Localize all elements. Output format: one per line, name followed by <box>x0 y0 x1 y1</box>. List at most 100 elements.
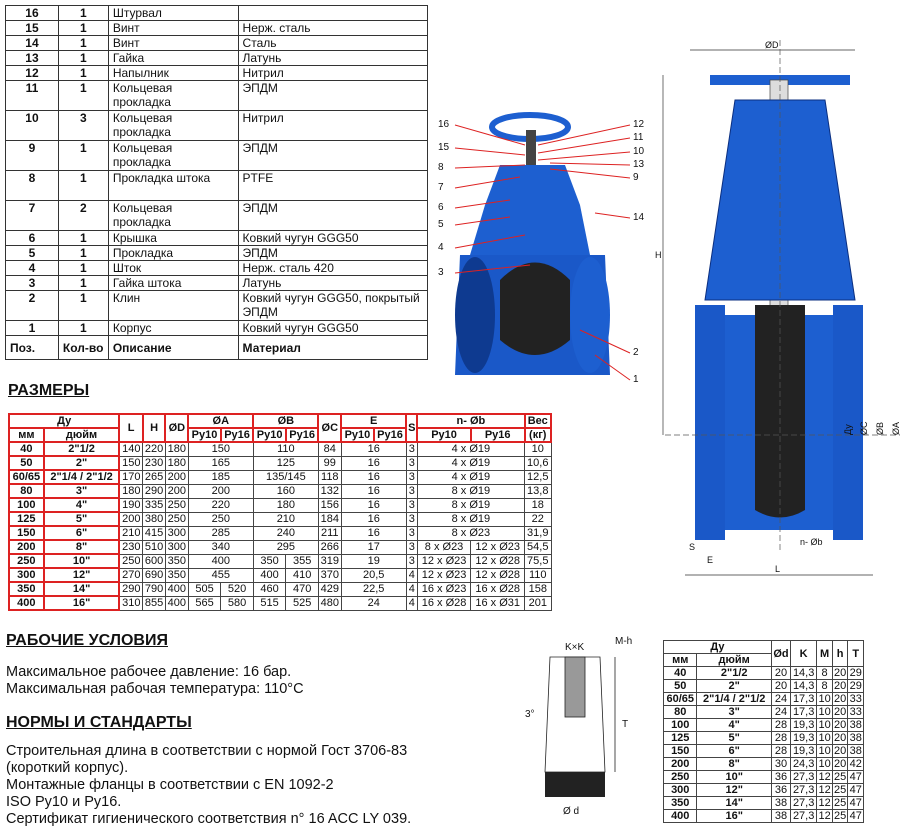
bolt-cell: 27,3 <box>789 783 818 797</box>
dim-cell: 185 <box>187 469 254 485</box>
dim-d-small-label: Ø d <box>563 806 579 817</box>
callout-label: 8 <box>438 162 444 173</box>
part-position: 3 <box>5 275 59 291</box>
dim-b-label: ØB <box>875 422 885 435</box>
dim-cell: 400 <box>252 567 287 583</box>
dim-cell: 40 <box>8 441 45 457</box>
part-qty: 1 <box>57 50 109 66</box>
part-description: Прокладка <box>107 245 239 261</box>
dimensions-title: РАЗМЕРЫ <box>8 382 90 399</box>
part-qty: 1 <box>57 140 109 171</box>
dim-cell: 250 <box>187 511 254 527</box>
part-material: PTFE <box>237 170 429 201</box>
part-material: Нитрил <box>237 65 429 81</box>
part-description: Гайка штока <box>107 275 239 291</box>
dim-e-label: E <box>707 555 713 565</box>
dim-cell: 180 <box>164 455 189 471</box>
bolt-cell: 14" <box>696 796 772 810</box>
bolt-cell: 24 <box>770 705 792 719</box>
bolt-cell: 38 <box>770 796 792 810</box>
bolt-cell: 40 <box>662 666 698 680</box>
part-description: Шток <box>107 260 239 276</box>
dim-cell: 3 <box>405 511 418 527</box>
dim-cell: 16 <box>340 469 407 485</box>
bolt-cell: 60/65 <box>662 692 698 706</box>
part-material: Нерж. сталь <box>237 20 429 36</box>
dim-cell: 200 <box>164 469 189 485</box>
bolt-cell: 36 <box>770 770 792 784</box>
part-description: Гайка <box>107 50 239 66</box>
dim-cell: 12" <box>42 567 121 583</box>
part-position: 1 <box>5 320 59 336</box>
callout-label: 12 <box>633 119 645 130</box>
dim-cell: 3" <box>42 483 121 499</box>
bolt-cell: 20 <box>831 692 849 706</box>
part-description: Кольцевая прокладка <box>107 140 239 171</box>
dim-cell: 220 <box>142 441 166 457</box>
callout-label: 11 <box>633 132 644 143</box>
dim-cell: 240 <box>252 525 319 541</box>
part-position: 4 <box>5 260 59 276</box>
dim-cell: 19 <box>340 553 407 569</box>
dim-cell: 75,5 <box>524 553 552 569</box>
bolt-cell: 12" <box>696 783 772 797</box>
dim-cell: 16" <box>42 595 121 611</box>
dim-cell: 12 x Ø23 <box>416 553 472 569</box>
parts-header-cell: Поз. <box>5 335 59 360</box>
dim-cell: 3 <box>405 539 418 555</box>
part-position: 6 <box>5 230 59 246</box>
bolt-cell: 16" <box>696 809 772 823</box>
dim-cell: 13,8 <box>524 483 552 499</box>
dim-cell: 3 <box>405 455 418 471</box>
bolt-cell: 17,3 <box>789 705 818 719</box>
dim-cell: 310 <box>118 595 144 611</box>
bolt-cell: 10" <box>696 770 772 784</box>
bolt-cell: 42 <box>847 757 864 771</box>
bolt-cell: 24 <box>770 692 792 706</box>
dim-cell: 520 <box>220 581 254 597</box>
part-position: 16 <box>5 5 59 21</box>
dim-cell: 170 <box>118 469 144 485</box>
standards-text: Строительная длина в соответствии с норм… <box>6 743 412 827</box>
dim-cell: 400 <box>8 595 45 611</box>
dim-cell: 12 x Ø23 <box>470 539 526 555</box>
dim-cell: 455 <box>187 567 254 583</box>
part-material: Нитрил <box>237 110 429 141</box>
dim-cell: 2" <box>42 455 121 471</box>
part-description: Прокладка штока <box>107 170 239 201</box>
bolt-cell: 10 <box>816 718 833 732</box>
dim-cell: 110 <box>524 567 552 583</box>
dim-cell: 211 <box>317 525 342 541</box>
part-material: Латунь <box>237 275 429 291</box>
part-material: Нерж. сталь 420 <box>237 260 429 276</box>
bolt-cell: 20 <box>831 757 849 771</box>
dim-cell: 158 <box>524 581 552 597</box>
dim-cell: 16 x Ø31 <box>470 595 526 611</box>
bolt-cell: 100 <box>662 718 698 732</box>
bolt-cell: 20 <box>831 718 849 732</box>
bolt-cell: 17,3 <box>789 692 818 706</box>
callout-label: 13 <box>633 159 645 170</box>
dim-cell: 16 x Ø28 <box>416 595 472 611</box>
dim-cell: 290 <box>142 483 166 499</box>
bolt-cell: 10 <box>816 705 833 719</box>
dim-cell: 16 <box>340 441 407 457</box>
conditions-title: РАБОЧИЕ УСЛОВИЯ <box>6 632 168 649</box>
dim-cell: 8 x Ø23 <box>416 525 526 541</box>
dim-mh-label: M-h <box>615 636 632 647</box>
dim-cell: 350 <box>164 567 189 583</box>
bolt-cell: 29 <box>847 679 864 693</box>
dim-cell: 84 <box>317 441 342 457</box>
dim-cell: 370 <box>317 567 342 583</box>
bolt-cell: 14,3 <box>789 666 818 680</box>
